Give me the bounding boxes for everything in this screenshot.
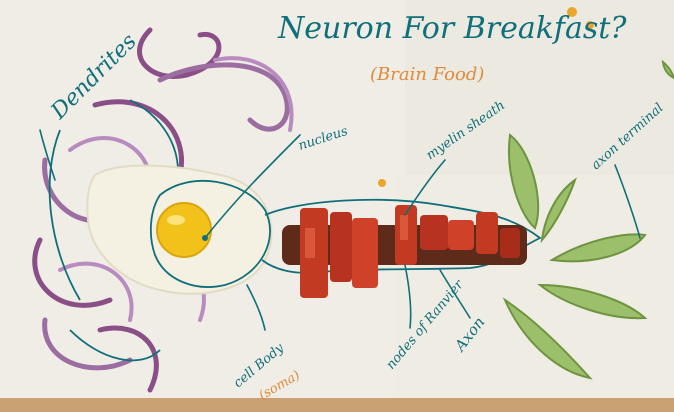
subtitle: (Brain Food) <box>370 64 484 85</box>
table-edge <box>0 398 674 412</box>
yolk-highlight <box>167 215 185 225</box>
title: Neuron For Breakfast? <box>277 11 627 46</box>
egg-yolk <box>157 203 211 257</box>
